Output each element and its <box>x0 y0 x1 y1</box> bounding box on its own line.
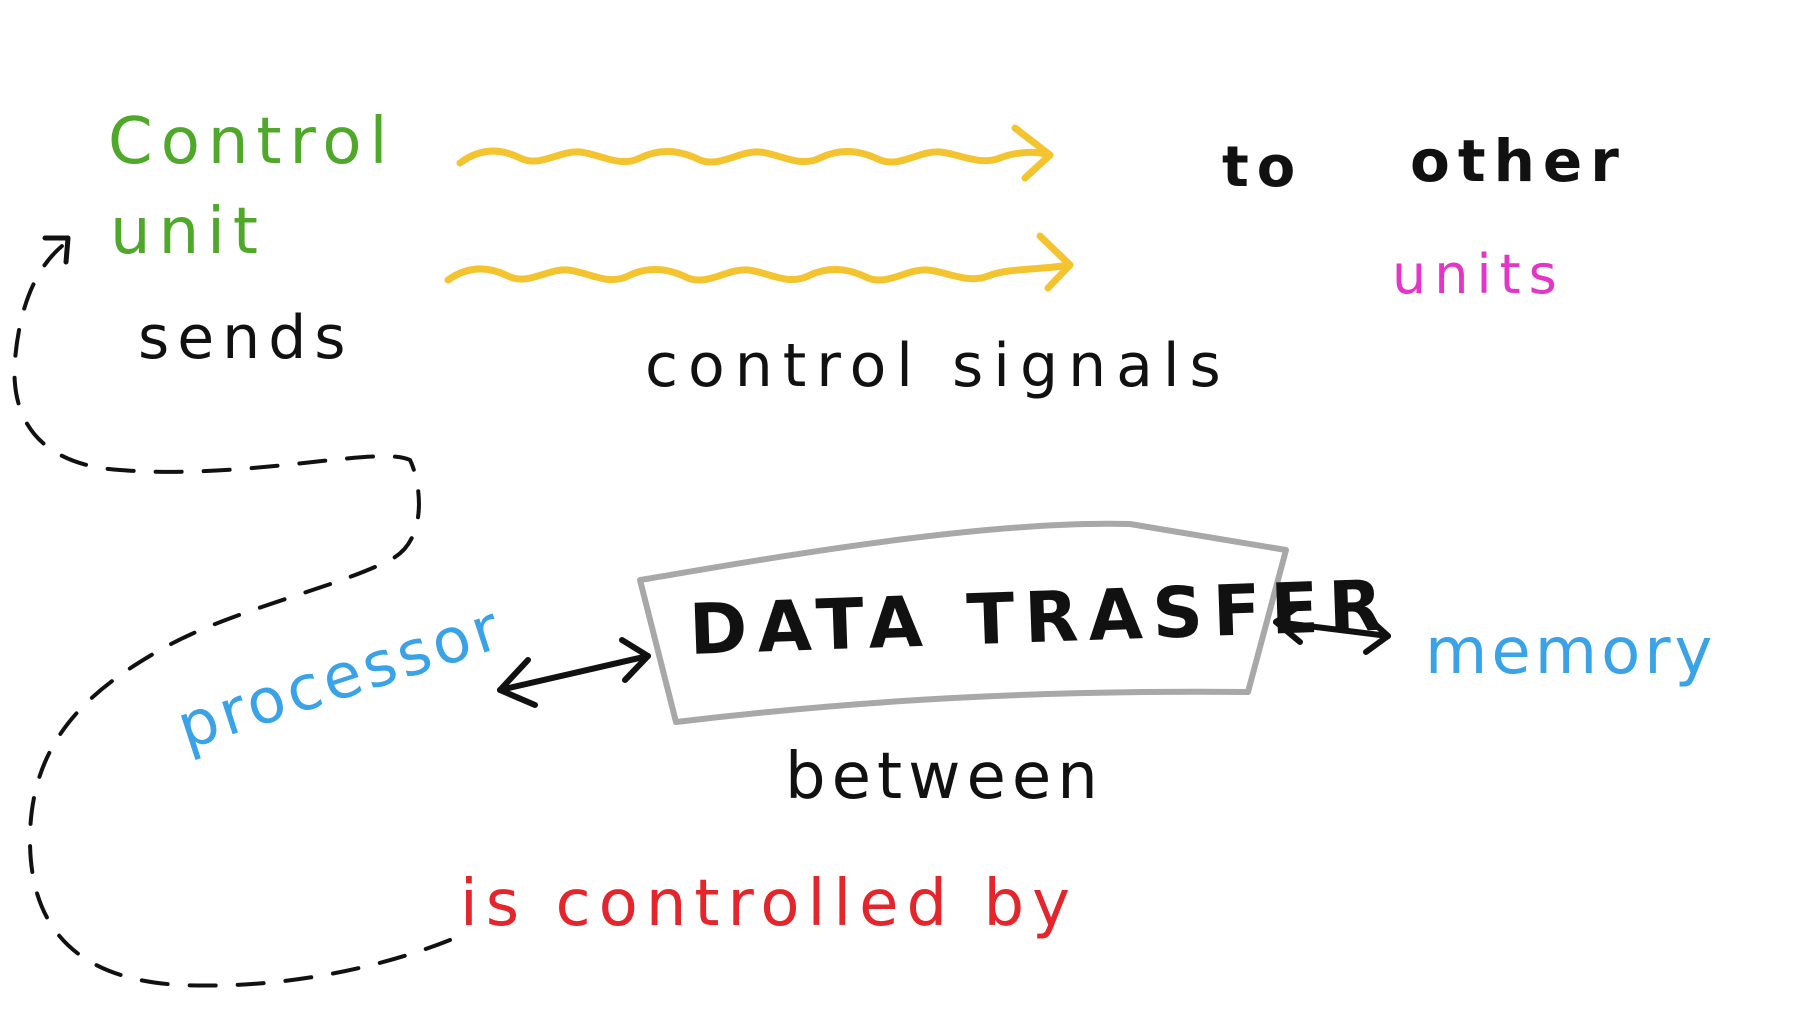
units-label: units <box>1392 243 1565 306</box>
memory-arrowhead-left <box>1273 601 1305 645</box>
dashed-feedback-loop <box>12 238 452 988</box>
processor-double-arrow <box>497 653 651 693</box>
data-transfer-box <box>637 520 1289 725</box>
control-signal-arrowhead-bottom <box>1036 232 1074 292</box>
control-label: Control <box>108 105 396 179</box>
processor-arrowhead-right <box>619 637 651 683</box>
between-label: between <box>785 740 1104 814</box>
sends-label: sends <box>138 303 354 373</box>
processor-arrowhead-left <box>497 657 538 708</box>
memory-double-arrow <box>1273 619 1391 639</box>
memory-label: memory <box>1425 615 1717 689</box>
dashed-loop-arrowhead <box>42 235 71 265</box>
control-signals-label: control signals <box>645 331 1231 401</box>
memory-arrowhead-right <box>1363 613 1391 655</box>
control-signal-arrow-top <box>456 147 1054 167</box>
unit-label: unit <box>110 195 266 269</box>
control-signal-arrowhead-top <box>1011 124 1054 182</box>
control-signal-arrow-bottom <box>444 261 1074 284</box>
to-label: to <box>1222 135 1304 200</box>
controlled-by-label: is controlled by <box>460 867 1078 941</box>
other-label: other <box>1410 127 1627 195</box>
